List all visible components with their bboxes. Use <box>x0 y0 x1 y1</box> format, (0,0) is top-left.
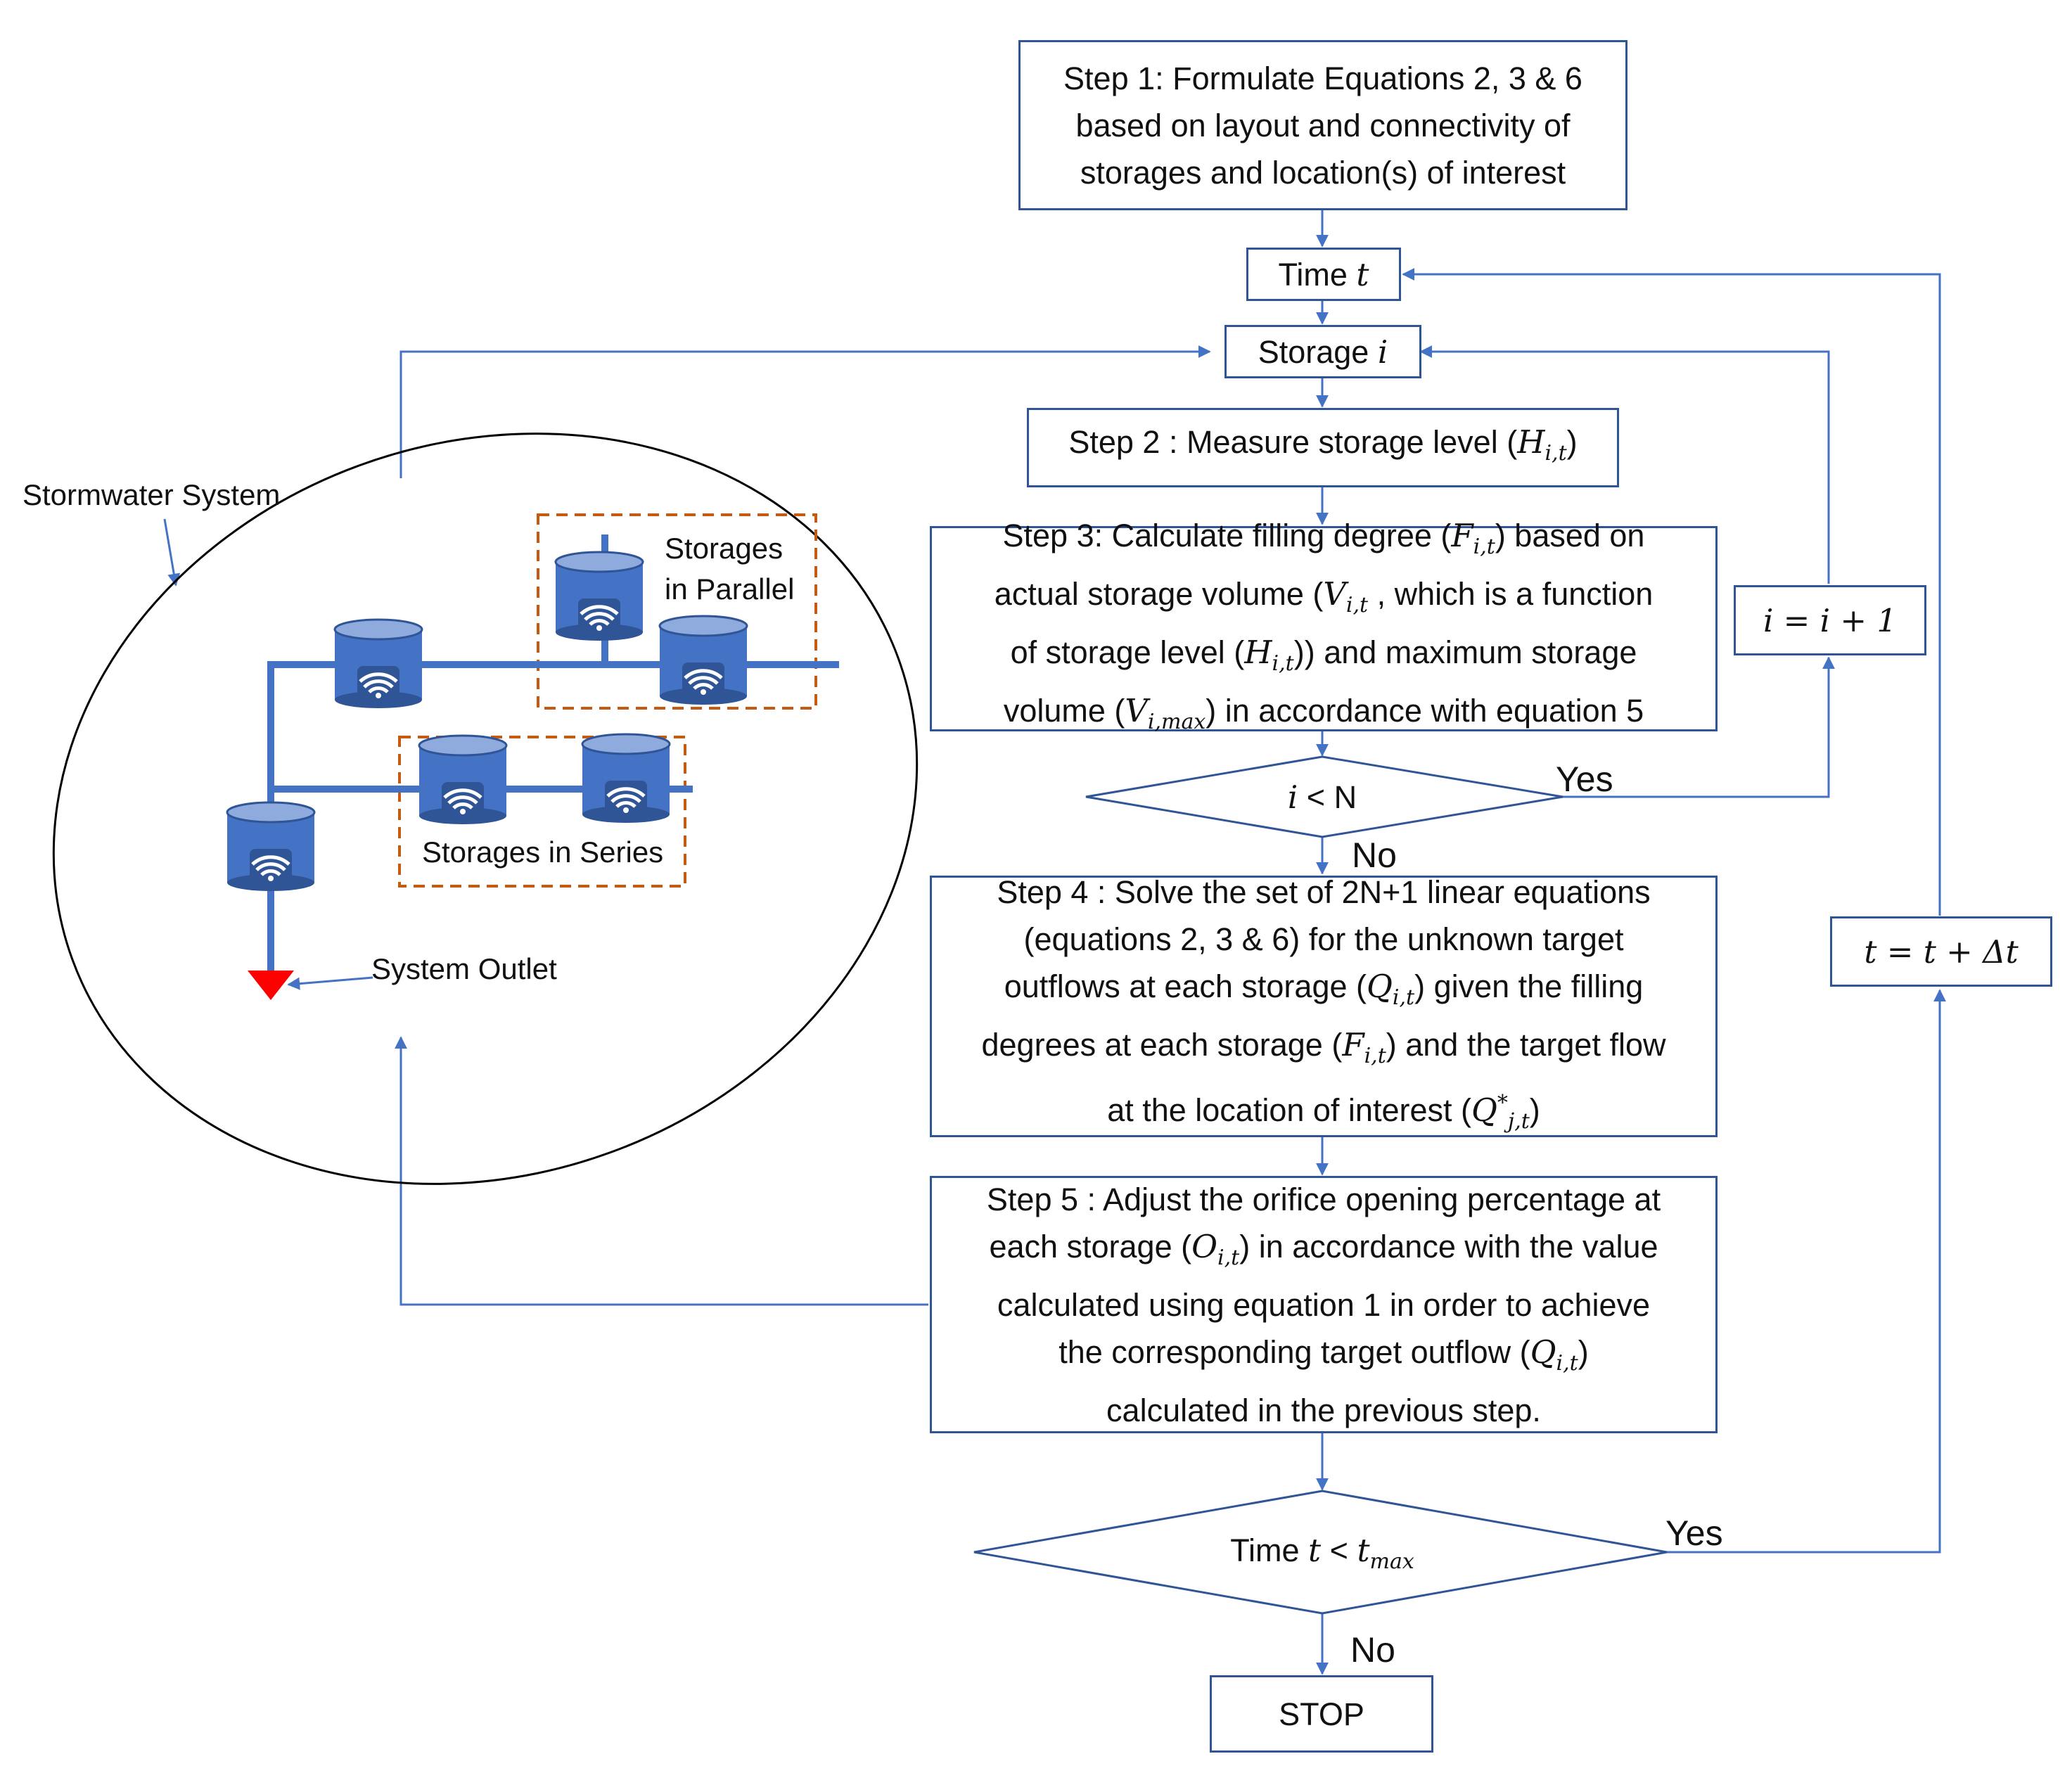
step4-box: Step 4 : Solve the set of 2N+1 linear eq… <box>930 874 1718 1137</box>
storage-label: Storage i <box>1258 333 1388 371</box>
step2-text: Step 2 : Measure storage level (Hi,t) <box>1068 423 1578 466</box>
pointer-system-outlet <box>287 976 373 990</box>
step5-line: Step 5 : Adjust the orifice opening perc… <box>986 1181 1661 1217</box>
decision1-yes: Yes <box>1556 760 1613 799</box>
step1-line: storages and location(s) of interest <box>1080 154 1566 191</box>
loop-step5-system <box>395 1036 928 1306</box>
step1-line: based on layout and connectivity of <box>1075 107 1571 143</box>
step5-box: Step 5 : Adjust the orifice opening perc… <box>930 1176 1718 1433</box>
step3-line: volume (Vi,max) in accordance with equat… <box>1003 692 1644 734</box>
loop-yes-t <box>1667 989 1946 1554</box>
pointer-stormwater-title <box>163 518 181 587</box>
stop-box: STOP <box>1210 1675 1433 1753</box>
time-label: Time t <box>1278 255 1369 293</box>
stormwater-system-ellipse <box>52 433 919 1185</box>
step4-line: (equations 2, 3 & 6) for the unknown tar… <box>1023 921 1624 957</box>
step4-line: outflows at each storage (Qi,t) given th… <box>1004 967 1644 1010</box>
decision-time-lt-tmax <box>973 1490 1668 1615</box>
step4-line: at the location of interest (Q*j,t) <box>1107 1090 1540 1134</box>
stop-label: STOP <box>1279 1696 1364 1732</box>
parallel-label: in Parallel <box>665 572 795 606</box>
step5-line: calculated in the previous step. <box>1106 1392 1541 1428</box>
step1-line: Step 1: Formulate Equations 2, 3 & 6 <box>1063 60 1582 96</box>
wifi-tank-icon <box>419 736 506 824</box>
decision1-no: No <box>1352 835 1397 875</box>
wifi-tank-icon <box>335 620 422 708</box>
parallel-group-box <box>537 513 817 710</box>
stormwater-system-title: Stormwater System <box>23 478 281 511</box>
step3-box: Step 3: Calculate filling degree (Fi,t) … <box>930 517 1718 734</box>
time-box: Time t <box>1246 248 1401 301</box>
step5-line: each storage (Oi,t) in accordance with t… <box>989 1227 1658 1270</box>
wifi-tank-icon <box>556 552 643 641</box>
wifi-tank-icon <box>660 616 747 705</box>
loop-t-time <box>1402 268 1941 916</box>
step4-line: degrees at each storage (Fi,t) and the t… <box>981 1025 1666 1068</box>
wifi-tank-icon <box>227 802 314 891</box>
outlet-triangle-icon <box>248 971 294 1000</box>
loop-i-storage <box>1419 345 1830 584</box>
step3-line: Step 3: Calculate filling degree (Fi,t) … <box>1002 517 1645 559</box>
wifi-tank-icon <box>582 734 670 823</box>
increment-t-box: t = t + Δt <box>1830 916 2052 987</box>
storage-box: Storage i <box>1224 325 1421 378</box>
step2-box: Step 2 : Measure storage level (Hi,t) <box>1027 408 1619 487</box>
step4-line: Step 4 : Solve the set of 2N+1 linear eq… <box>997 873 1651 910</box>
increment-i-label: i = i + 1 <box>1763 601 1898 639</box>
increment-i-box: i = i + 1 <box>1734 585 1926 655</box>
parallel-label: Storages <box>665 532 784 565</box>
decision2-yes: Yes <box>1665 1513 1723 1553</box>
decision2-no: No <box>1350 1630 1395 1670</box>
decision-i-lt-n <box>1085 755 1563 838</box>
step1-box: Step 1: Formulate Equations 2, 3 & 6 bas… <box>1018 40 1627 210</box>
step3-line: actual storage volume (Vi,t , which is a… <box>994 575 1654 617</box>
decision1-label: i < N <box>1287 778 1357 816</box>
loop-system-storage <box>399 345 1211 478</box>
step3-line: of storage level (Hi,t)) and maximum sto… <box>1010 634 1637 676</box>
step5-line: the corresponding target outflow (Qi,t) <box>1059 1333 1589 1376</box>
system-outlet-label: System Outlet <box>371 952 557 985</box>
loop-yes-i <box>1563 656 1835 798</box>
series-label: Storages in Series <box>422 835 664 869</box>
step5-line: calculated using equation 1 in order to … <box>997 1286 1651 1323</box>
series-group-box <box>398 736 686 888</box>
increment-t-label: t = t + Δt <box>1864 933 2019 971</box>
decision2-label: Time t < tmax <box>1230 1532 1414 1574</box>
